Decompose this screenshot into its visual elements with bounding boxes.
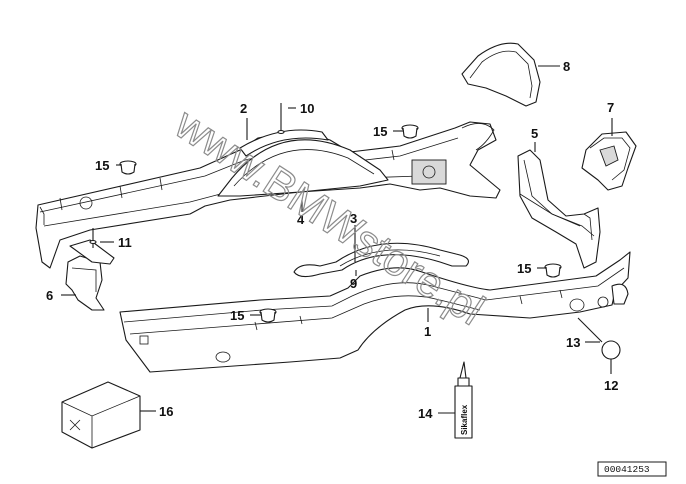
callout-6: 6	[46, 288, 53, 303]
callout-12: 12	[604, 378, 618, 393]
callout-15-d: 15	[230, 308, 244, 323]
callout-14: 14	[418, 406, 433, 421]
drawing-code-box: 00041253	[597, 461, 667, 477]
drawing-code: 00041253	[604, 464, 650, 475]
tube-label: Sikaflex	[460, 404, 469, 435]
cover-panel	[461, 42, 541, 107]
sealant-tube: Sikaflex	[454, 361, 473, 439]
wheel-arch-upper	[217, 129, 389, 197]
callout-16: 16	[159, 404, 173, 419]
bolt-11	[89, 228, 97, 248]
callout-labels: 1 2 3 4 5 6 7 8 9 10 11 12 13 14 15 15 1…	[46, 59, 618, 421]
plug-15-d	[259, 308, 277, 323]
small-bracket	[65, 239, 115, 311]
plug-15-a	[119, 160, 137, 175]
callout-15-c: 15	[517, 261, 531, 276]
wheel-arch-lower	[293, 242, 469, 278]
callout-2: 2	[240, 101, 247, 116]
plug-15-b	[401, 124, 419, 139]
callout-10: 10	[300, 101, 314, 116]
inner-bracket	[517, 149, 601, 269]
callout-13: 13	[566, 335, 580, 350]
callout-8: 8	[563, 59, 570, 74]
plug-15-c	[544, 263, 562, 278]
callout-1: 1	[424, 324, 431, 339]
corner-panel	[581, 131, 637, 191]
callout-7: 7	[607, 100, 614, 115]
callout-9: 9	[350, 276, 357, 291]
side-member-lower	[119, 251, 631, 373]
callout-11: 11	[118, 235, 132, 250]
callout-15-a: 15	[95, 158, 109, 173]
cap-12	[601, 340, 621, 360]
callout-3: 3	[350, 211, 357, 226]
bolt-10	[277, 103, 285, 135]
callout-15-b: 15	[373, 124, 387, 139]
leader-lines	[61, 65, 613, 414]
callout-5: 5	[531, 126, 538, 141]
box-16	[61, 381, 141, 449]
callout-4: 4	[297, 212, 305, 227]
